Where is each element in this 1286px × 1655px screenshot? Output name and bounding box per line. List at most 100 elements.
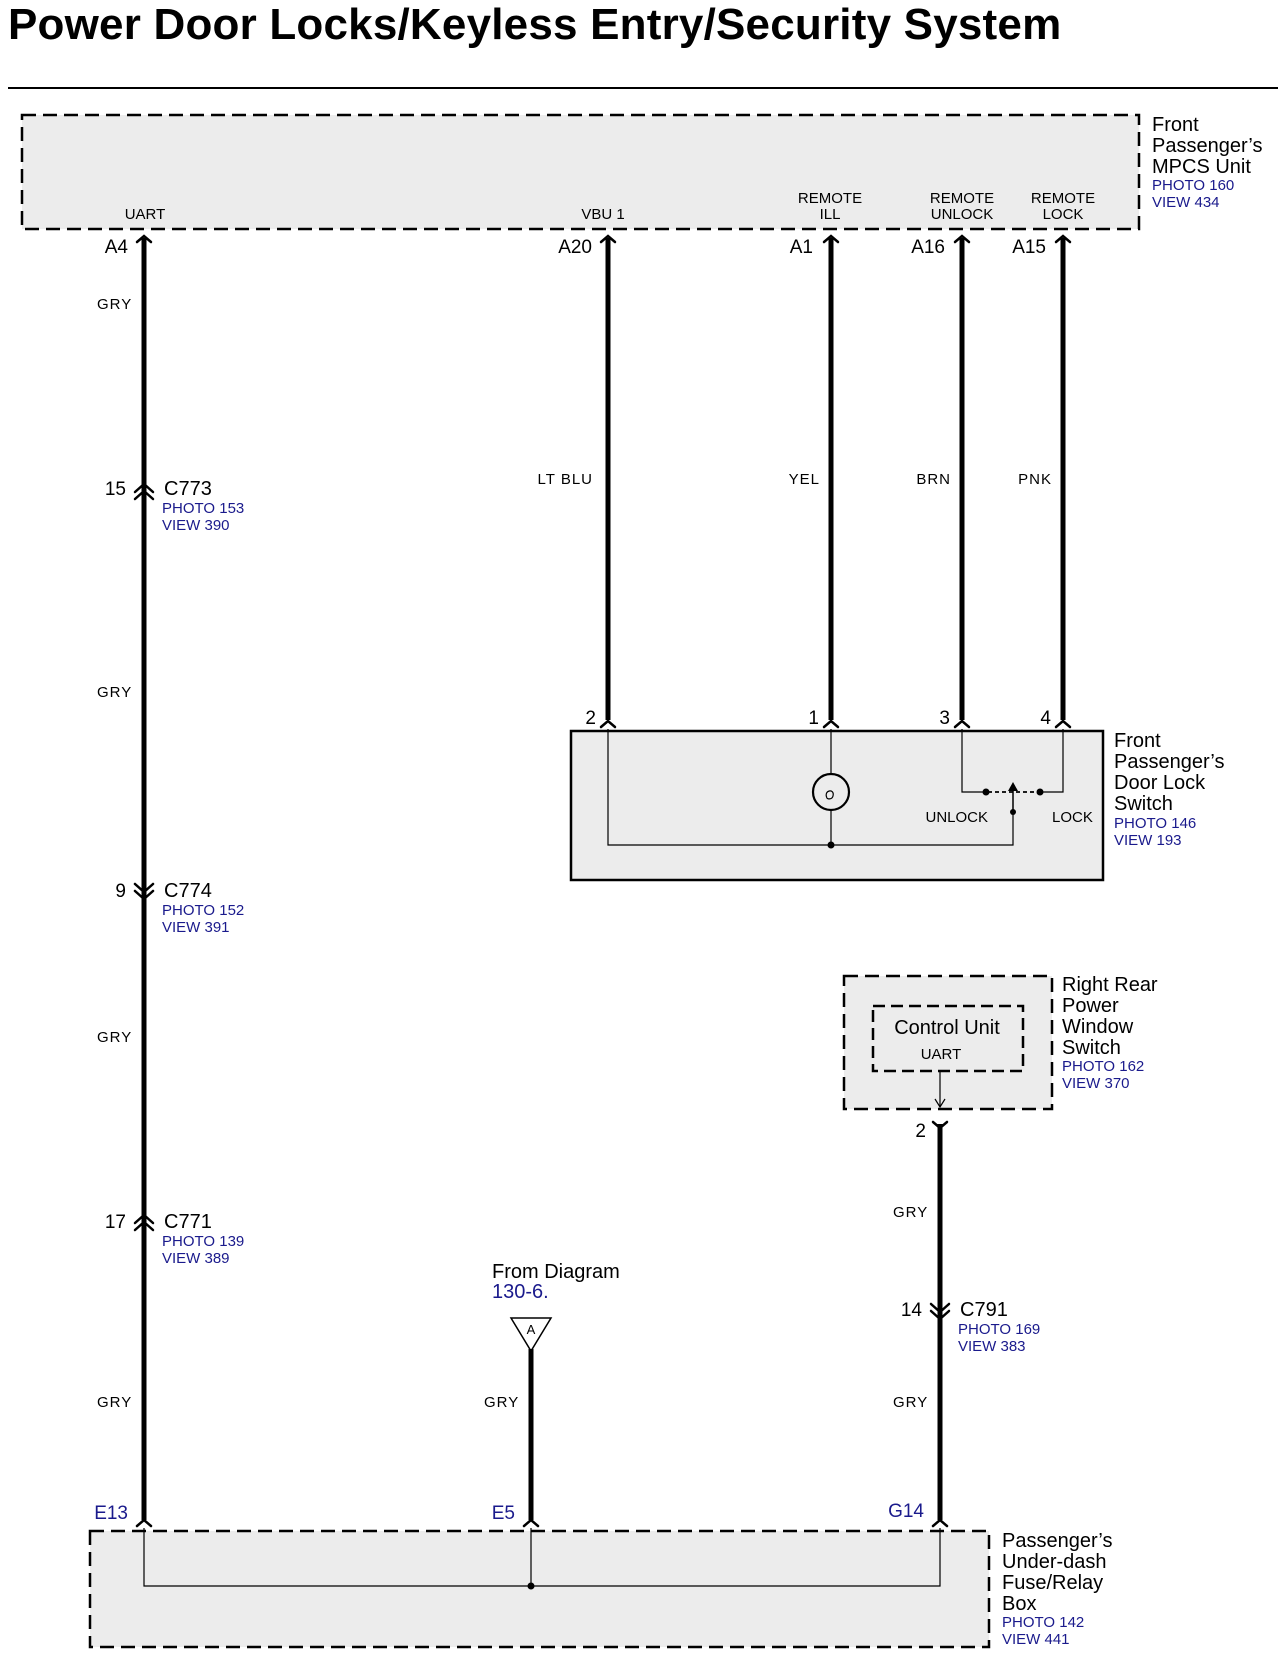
right-wire-color-1: GRY (893, 1204, 928, 1221)
dls-bulb-icon (811, 772, 851, 812)
mpcs-func-remote-unlock-1: REMOTE (930, 190, 994, 207)
wire-lt-blu-color: LT BLU (538, 471, 593, 488)
mpcs-terminal-a4 (135, 234, 153, 244)
from-diagram-text: From Diagram (492, 1261, 620, 1283)
from-diagram-marker (509, 1317, 553, 1353)
wire-brn-color: BRN (916, 471, 951, 488)
dls-lock-lead (1042, 729, 1064, 793)
left-wire-color-1: GRY (97, 296, 132, 313)
fuse-name-2: Under-dash (1002, 1551, 1107, 1573)
right-wire-color-2: GRY (893, 1394, 928, 1411)
control-unit-uart: UART (921, 1046, 962, 1063)
mpcs-pin-a4: A4 (105, 237, 129, 258)
fuse-view: VIEW 441 (1002, 1631, 1070, 1648)
mpcs-unit-view: VIEW 434 (1152, 194, 1220, 211)
dls-view: VIEW 193 (1114, 832, 1182, 849)
dls-internal-wiring (607, 729, 1014, 846)
mpcs-func-vbu1: VBU 1 (581, 206, 624, 223)
dls-bulb-filament (825, 790, 834, 800)
rws-name-4: Switch (1062, 1037, 1121, 1059)
dls-terminal-2 (599, 719, 617, 729)
middle-wire-color: GRY (484, 1394, 519, 1411)
rws-arrow-icon (934, 1098, 946, 1109)
fuse-name-3: Fuse/Relay (1002, 1572, 1103, 1594)
mpcs-func-remote-lock-1: REMOTE (1031, 190, 1095, 207)
mpcs-terminal-a1 (822, 234, 840, 244)
c773-connector-icon (133, 482, 155, 501)
c791-photo: PHOTO 169 (958, 1321, 1040, 1338)
rws-name-2: Power (1062, 995, 1119, 1017)
control-unit-label: Control Unit (894, 1017, 1000, 1039)
c774-photo: PHOTO 152 (162, 902, 244, 919)
dls-terminal-1 (822, 719, 840, 729)
dls-unlock-contact (982, 788, 990, 796)
mpcs-terminal-a15 (1054, 234, 1072, 244)
wire-pnk-color: PNK (1018, 471, 1052, 488)
c771-connector-icon (133, 1213, 155, 1232)
dls-pin-3: 3 (939, 708, 950, 729)
mpcs-unit-name-1: Front (1152, 114, 1199, 136)
fuse-terminal-g14 (931, 1518, 949, 1528)
c773-photo: PHOTO 153 (162, 500, 244, 517)
c791-pin: 14 (901, 1300, 923, 1321)
c774-id: C774 (164, 880, 212, 902)
rws-name-3: Window (1062, 1016, 1134, 1038)
mpcs-func-remote-unlock-2: UNLOCK (931, 206, 994, 223)
dls-lock-contact (1036, 788, 1044, 796)
dls-terminal-3 (953, 719, 971, 729)
left-wire-color-4: GRY (97, 1394, 132, 1411)
dls-name-2: Passenger’s (1114, 751, 1224, 773)
mpcs-func-remote-ill-2: ILL (820, 206, 841, 223)
rws-pin-2: 2 (915, 1121, 926, 1142)
left-wire-color-2: GRY (97, 684, 132, 701)
dls-switch-arrow (1008, 782, 1018, 791)
dls-name-1: Front (1114, 730, 1161, 752)
dls-pin-1: 1 (808, 708, 819, 729)
mpcs-pin-a20: A20 (558, 237, 592, 258)
c773-id: C773 (164, 478, 212, 500)
rws-view: VIEW 370 (1062, 1075, 1130, 1092)
dls-unlock-label: UNLOCK (925, 809, 988, 826)
mpcs-unit-box (20, 113, 1141, 231)
dls-junction-dot (827, 841, 835, 849)
dls-name-4: Switch (1114, 793, 1173, 815)
c774-connector-icon (133, 882, 155, 901)
rws-photo: PHOTO 162 (1062, 1058, 1144, 1075)
mpcs-unit-name-3: MPCS Unit (1152, 156, 1251, 178)
fuse-box (88, 1529, 991, 1649)
c774-pin: 9 (115, 881, 126, 902)
c791-view: VIEW 383 (958, 1338, 1026, 1355)
c774-view: VIEW 391 (162, 919, 230, 936)
mpcs-terminal-a20 (599, 234, 617, 244)
mpcs-pin-a16: A16 (911, 237, 945, 258)
c791-connector-icon (929, 1302, 951, 1321)
fuse-internal-bus (143, 1528, 941, 1587)
dls-unlock-lead (961, 729, 984, 793)
c791-id: C791 (960, 1299, 1008, 1321)
mpcs-unit-photo: PHOTO 160 (1152, 177, 1234, 194)
page-title: Power Door Locks/Keyless Entry/Security … (8, 0, 1062, 49)
from-diagram-marker-label: A (527, 1322, 536, 1337)
mpcs-func-remote-lock-2: LOCK (1043, 206, 1084, 223)
c771-view: VIEW 389 (162, 1250, 230, 1267)
c771-id: C771 (164, 1211, 212, 1233)
c771-photo: PHOTO 139 (162, 1233, 244, 1250)
mpcs-func-uart: UART (125, 206, 166, 223)
mpcs-terminal-a16 (953, 234, 971, 244)
c771-pin: 17 (105, 1212, 126, 1233)
c773-view: VIEW 390 (162, 517, 230, 534)
control-unit-box (871, 1004, 1025, 1073)
c773-pin: 15 (105, 479, 126, 500)
fuse-pin-g14: G14 (888, 1501, 924, 1522)
mpcs-pin-a1: A1 (790, 237, 813, 258)
wire-yel-color: YEL (789, 471, 820, 488)
fuse-name-1: Passenger’s (1002, 1530, 1112, 1552)
fuse-pin-e5: E5 (492, 1503, 515, 1524)
left-wire-color-3: GRY (97, 1029, 132, 1046)
fuse-terminal-e13 (135, 1518, 153, 1528)
rws-name-1: Right Rear (1062, 974, 1158, 996)
fuse-pin-e13: E13 (94, 1503, 128, 1524)
dls-photo: PHOTO 146 (1114, 815, 1196, 832)
mpcs-func-remote-ill-1: REMOTE (798, 190, 862, 207)
